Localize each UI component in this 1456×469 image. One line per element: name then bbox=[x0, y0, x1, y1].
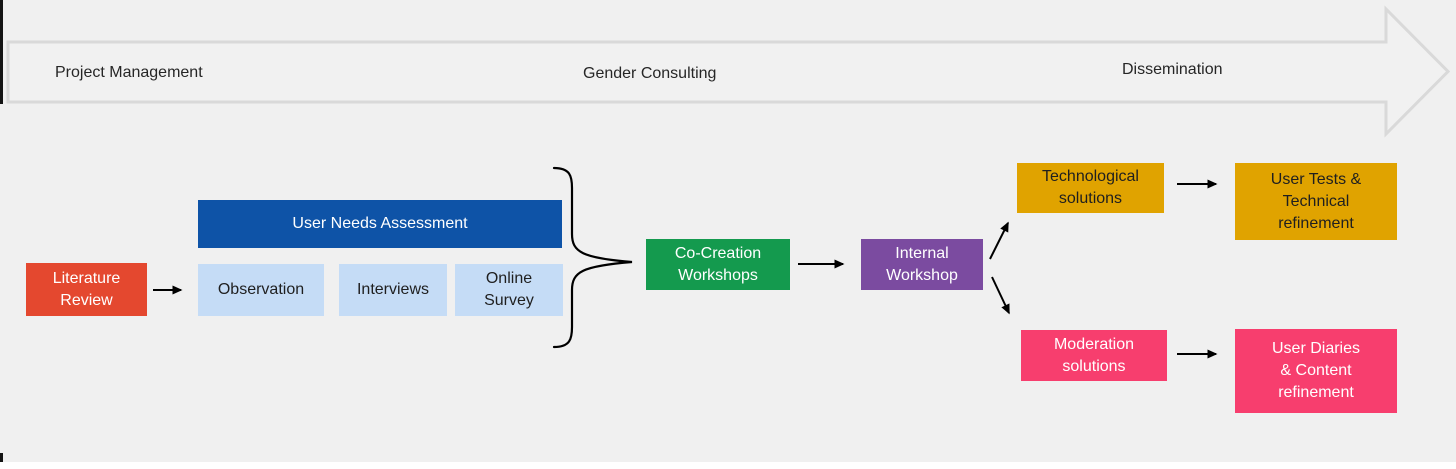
box-observation: Observation bbox=[198, 264, 324, 316]
arrow-internal-to-technological bbox=[989, 221, 1009, 260]
timeline-arrow-shape bbox=[6, 5, 1451, 138]
slide-edge-mark-bottom bbox=[0, 453, 3, 464]
box-co-creation-workshops: Co-Creation Workshops bbox=[646, 239, 790, 290]
box-user-tests-refinement: User Tests & Technical refinement bbox=[1235, 163, 1397, 240]
arrow-internal-to-moderation bbox=[991, 276, 1010, 315]
box-technological-solutions: Technological solutions bbox=[1017, 163, 1164, 213]
phase-label-dissemination: Dissemination bbox=[1122, 61, 1223, 78]
box-internal-workshop: Internal Workshop bbox=[861, 239, 983, 290]
box-online-survey: Online Survey bbox=[455, 264, 563, 316]
bottom-margin-strip bbox=[0, 462, 1456, 469]
phase-label-project-management: Project Management bbox=[55, 64, 203, 81]
box-literature-review: Literature Review bbox=[26, 263, 147, 316]
box-moderation-solutions: Moderation solutions bbox=[1021, 330, 1167, 381]
box-user-diaries-refinement: User Diaries & Content refinement bbox=[1235, 329, 1397, 413]
box-interviews: Interviews bbox=[339, 264, 447, 316]
slide-edge-mark-top bbox=[0, 0, 3, 104]
box-user-needs-assessment: User Needs Assessment bbox=[198, 200, 562, 248]
phase-label-gender-consulting: Gender Consulting bbox=[583, 65, 717, 82]
curly-brace bbox=[552, 166, 633, 349]
